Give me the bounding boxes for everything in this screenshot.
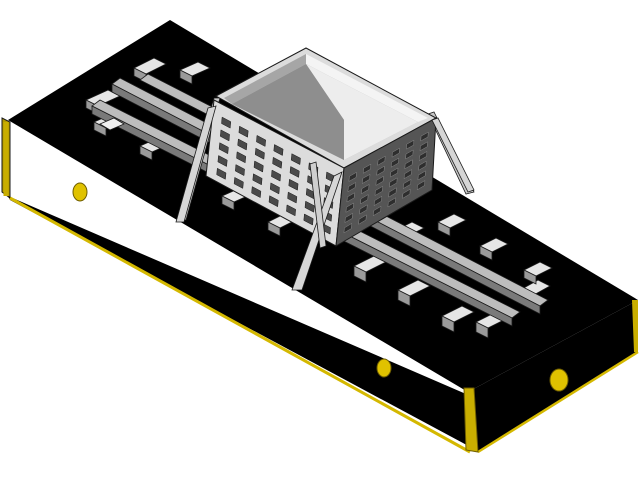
perforation-hole	[362, 173, 371, 184]
perforation-hole	[345, 202, 354, 213]
perforation-hole	[347, 182, 356, 193]
base-back-right-corner	[632, 300, 638, 352]
perforation-hole	[372, 205, 382, 217]
perforation-hole	[271, 169, 281, 182]
bin-side-face	[335, 117, 437, 247]
base-front-face	[8, 196, 476, 450]
base-front-right-corner	[463, 387, 479, 453]
perforation-hole	[358, 214, 367, 225]
tie	[441, 305, 475, 333]
mounting-hole-left	[72, 182, 88, 202]
perforation-hole	[403, 178, 412, 189]
perforation-hole	[419, 141, 428, 152]
perforation-hole	[235, 164, 245, 176]
perforation-hole	[288, 178, 299, 191]
tie	[397, 279, 431, 307]
tie	[479, 237, 509, 261]
perforation-hole	[344, 212, 353, 224]
tie	[523, 261, 553, 285]
perforation-hole	[362, 163, 372, 174]
perforation-hole	[218, 142, 229, 155]
perforation-hole	[273, 144, 284, 156]
perforation-hole	[374, 185, 383, 196]
perforation-hole	[420, 131, 429, 142]
perforation-hole	[361, 184, 370, 195]
perforation-hole	[233, 177, 244, 189]
perforation-hole	[290, 153, 301, 165]
leg-front-left	[175, 105, 217, 223]
perforation-hole	[388, 187, 397, 198]
leg-right	[431, 117, 475, 193]
perforation-hole	[402, 188, 411, 199]
perforation-hole	[359, 204, 368, 215]
hopper-bin	[175, 47, 475, 291]
perforation-hole	[376, 165, 385, 176]
mounting-hole-center	[376, 358, 392, 378]
mounting-hole-right	[549, 368, 569, 392]
leg-front-right-inner	[309, 161, 327, 249]
perforation-hole	[419, 151, 428, 161]
perforation-hole	[417, 170, 426, 181]
perforation-hole	[346, 192, 355, 203]
perforation-hole	[360, 194, 369, 205]
perforation-hole	[390, 157, 400, 168]
tie	[99, 117, 125, 131]
perforation-hole	[286, 204, 296, 217]
perforation-hole	[220, 129, 230, 142]
perforation-hole	[377, 155, 386, 166]
perforation-hole	[287, 191, 298, 204]
perforation-hole	[403, 169, 412, 180]
perforation-hole	[406, 139, 415, 150]
perforation-hole	[238, 125, 249, 138]
perforation-hole	[389, 177, 398, 188]
perforation-hole	[373, 195, 383, 207]
perforation-hole	[217, 155, 228, 167]
perforation-hole	[253, 160, 264, 173]
perforation-hole	[269, 182, 280, 195]
perforation-hole	[237, 138, 248, 151]
perforation-hole	[387, 197, 396, 208]
bin-inner-right	[306, 64, 418, 160]
perforation-hole	[348, 171, 357, 182]
perforation-hole	[216, 167, 227, 180]
bin-inner-front-left	[232, 64, 344, 160]
tie	[179, 61, 211, 85]
perforation-hole	[343, 223, 352, 234]
perforation-hole	[375, 175, 384, 186]
side-perforations	[343, 131, 429, 234]
bin-inner-back	[306, 54, 428, 122]
tie	[353, 255, 387, 283]
perforation-hole	[268, 195, 279, 208]
perforation-hole	[404, 159, 413, 170]
base-right-bottom-edge	[477, 350, 639, 454]
perforation-hole	[304, 200, 315, 213]
perforation-hole	[391, 147, 400, 158]
perforation-hole	[272, 156, 283, 169]
base-front-bottom-edge	[9, 196, 471, 454]
perforation-hole	[289, 166, 300, 178]
perforation-hole	[303, 213, 314, 226]
perforation-hole	[390, 167, 399, 178]
tie	[437, 213, 467, 237]
leg-front-middle	[291, 171, 343, 291]
perforation-hole	[256, 135, 266, 147]
perforation-hole	[221, 116, 232, 129]
perforation-hole	[416, 180, 426, 191]
bin-inner-left	[224, 54, 306, 104]
perforation-hole	[254, 147, 265, 160]
perforation-hole	[252, 173, 263, 186]
perforation-hole	[236, 151, 247, 164]
perforation-hole	[405, 149, 414, 160]
perforation-hole	[418, 160, 427, 171]
perforation-hole	[251, 186, 262, 198]
